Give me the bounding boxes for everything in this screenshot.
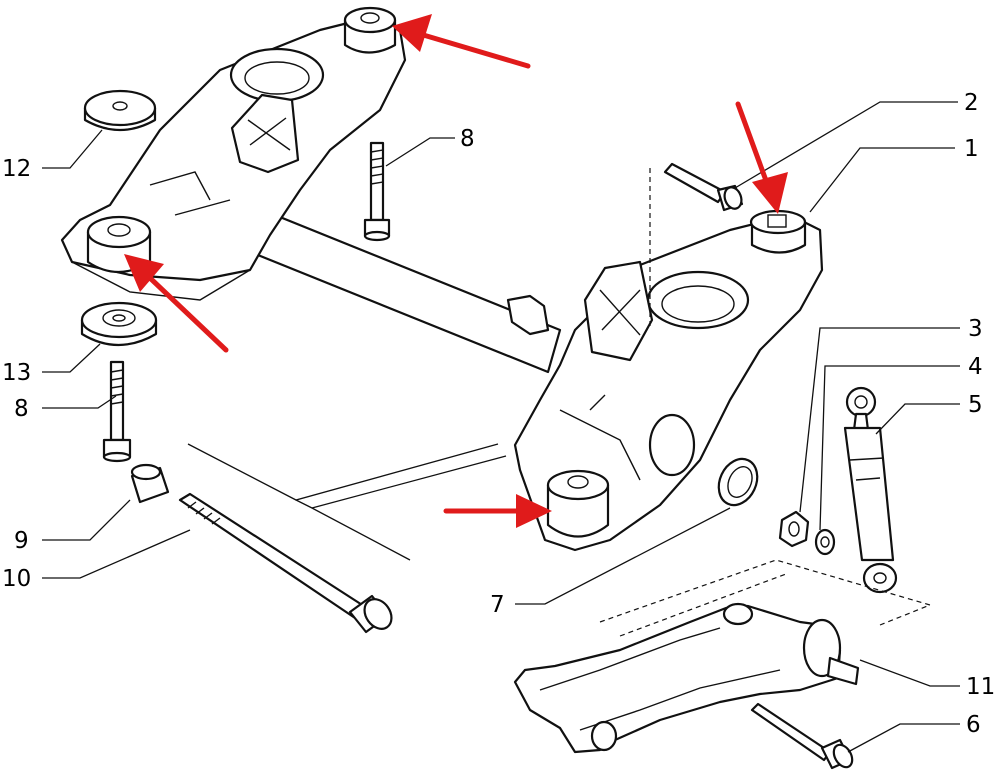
- right-subframe-bracket: [513, 209, 824, 552]
- red-arrow-left: [124, 254, 229, 353]
- left-subframe-bracket: [60, 6, 407, 301]
- cross-beam: [232, 203, 562, 374]
- part-7-ring-bushing: [717, 457, 759, 507]
- part-12-rubber-washer: [83, 89, 157, 131]
- part-3-nut: [778, 510, 810, 548]
- alignment-lines: [187, 168, 932, 637]
- part-5-shock-absorber: [843, 386, 898, 594]
- label-4: 4: [968, 354, 983, 380]
- label-3: 3: [968, 316, 983, 342]
- label-6: 6: [966, 712, 981, 738]
- part-6-bolt: [750, 702, 854, 770]
- label-11: 11: [966, 674, 995, 700]
- part-4-washer: [814, 528, 836, 556]
- part-8-bolt-upper: [363, 141, 391, 242]
- label-8-top: 8: [460, 126, 475, 152]
- red-arrow-bottom: [443, 494, 552, 528]
- label-5: 5: [968, 392, 983, 418]
- label-10: 10: [2, 566, 31, 592]
- part-13-rubber-washer: [80, 301, 158, 347]
- label-1: 1: [964, 136, 979, 162]
- part-2-bolt: [663, 162, 744, 212]
- part-8-bolt-lower: [102, 360, 132, 463]
- label-7: 7: [490, 592, 505, 618]
- part-10-long-bolt: [178, 492, 393, 634]
- red-arrow-top: [392, 14, 531, 69]
- label-13: 13: [2, 360, 31, 386]
- label-8-left: 8: [14, 396, 29, 422]
- part-9-nut: [130, 463, 170, 504]
- callout-labels: 12 13 8 9 10 8 2 1 3 4 5 7 11 6: [2, 90, 995, 738]
- red-arrow-right-top: [735, 101, 788, 214]
- label-12: 12: [2, 156, 31, 182]
- part-11-control-arm: [513, 602, 860, 754]
- leader-lines: [42, 101, 960, 753]
- label-9: 9: [14, 528, 29, 554]
- label-2: 2: [964, 90, 979, 116]
